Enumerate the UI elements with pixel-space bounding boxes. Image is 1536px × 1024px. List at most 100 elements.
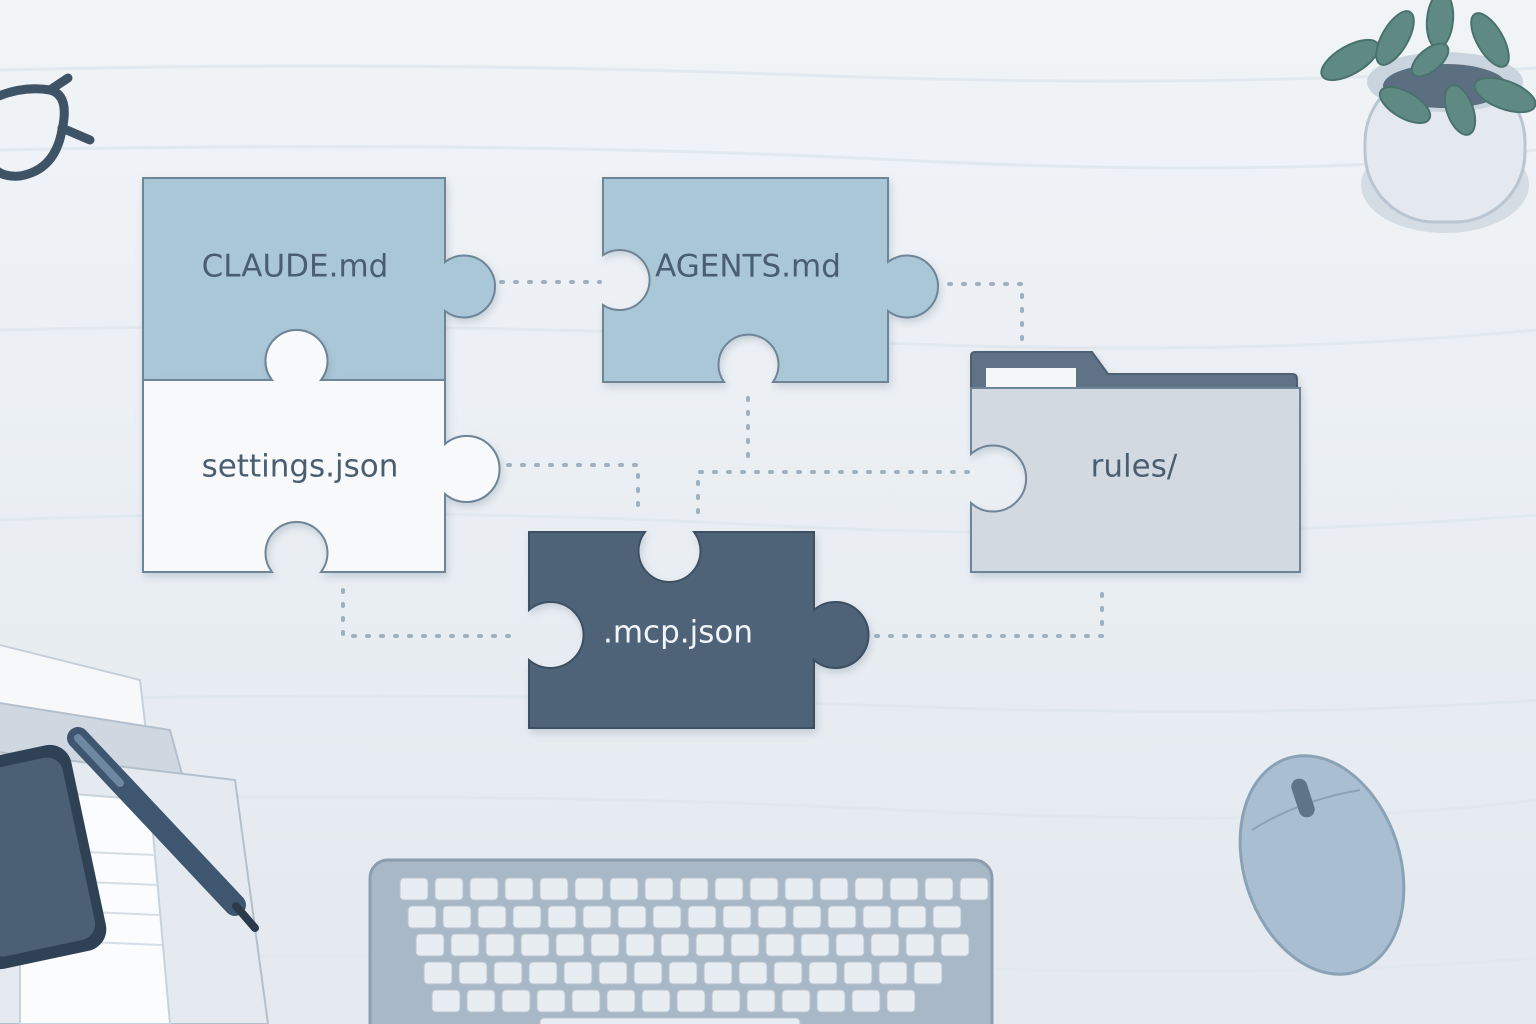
keyboard-key [862, 905, 892, 929]
keyboard-key [676, 989, 706, 1013]
keyboard-key [609, 877, 639, 901]
keyboard-key [477, 905, 507, 929]
keyboard-key [792, 905, 822, 929]
connector-settings-mcp [492, 463, 640, 517]
keyboard-key [598, 961, 628, 985]
keyboard-key [714, 877, 744, 901]
keyboard-key [722, 905, 752, 929]
piece-agents [602, 177, 939, 383]
folder-body [970, 387, 1301, 573]
keyboard-key [407, 905, 437, 929]
piece-claude-label: CLAUDE.md [202, 249, 389, 285]
keyboard-key [924, 877, 954, 901]
keyboard-key [738, 961, 768, 985]
keyboard-key [536, 989, 566, 1013]
keyboard-key [399, 877, 429, 901]
keyboard-key [749, 877, 779, 901]
keyboard-key [485, 933, 515, 957]
keyboard-key [458, 961, 488, 985]
keyboard-key [528, 961, 558, 985]
connector-mcp-rules [860, 586, 1104, 638]
keyboard-key [571, 989, 601, 1013]
glasses-icon [0, 73, 95, 181]
keyboard-key [679, 877, 709, 901]
keyboard-key [816, 989, 846, 1013]
keyboard-key [652, 905, 682, 929]
keyboard-key [687, 905, 717, 929]
keyboard-key [660, 933, 690, 957]
keyboard-key [913, 961, 943, 985]
keyboard-key [501, 989, 531, 1013]
keyboard-key [851, 989, 881, 1013]
keyboard-key [574, 877, 604, 901]
keyboard-key [644, 877, 674, 901]
keyboard-key [765, 933, 795, 957]
keyboard-key [932, 905, 962, 929]
keyboard-key [563, 961, 593, 985]
keyboard-key [827, 905, 857, 929]
keyboard-key [746, 989, 776, 1013]
keyboard-key [668, 961, 698, 985]
keyboard-key [784, 877, 814, 901]
keyboard-key [512, 905, 542, 929]
piece-settings-label: settings.json [202, 449, 399, 485]
keyboard-key [695, 933, 725, 957]
keyboard-key [617, 905, 647, 929]
keyboard-key [520, 933, 550, 957]
keyboard-key [897, 905, 927, 929]
mouse-icon [1238, 754, 1406, 976]
keyboard-key [547, 905, 577, 929]
keyboard-key [504, 877, 534, 901]
keyboard-key [606, 989, 636, 1013]
connector-settings-mcp-bottom [341, 588, 517, 638]
keyboard-key [423, 961, 453, 985]
keyboard-key [959, 877, 989, 901]
keyboard-key [493, 961, 523, 985]
keyboard-key [633, 961, 663, 985]
keyboard-key [641, 989, 671, 1013]
keyboard-key [434, 877, 464, 901]
keyboard-key [781, 989, 811, 1013]
keyboard-key [450, 933, 480, 957]
keyboard-key [886, 989, 916, 1013]
keyboard-key [835, 933, 865, 957]
keyboard-key [415, 933, 445, 957]
keyboard-key [590, 933, 620, 957]
phone-icon [0, 744, 107, 970]
keyboard-key [940, 933, 970, 957]
keyboard-key [711, 989, 741, 1013]
keyboard-key [889, 877, 919, 901]
keyboard-key [854, 877, 884, 901]
piece-mcp-label: .mcp.json [603, 615, 753, 651]
folder-rules-label: rules/ [1091, 449, 1178, 485]
keyboard-key [442, 905, 472, 929]
keyboard-key [800, 933, 830, 957]
keyboard-key [843, 961, 873, 985]
keyboard-key [757, 905, 787, 929]
keyboard-key [773, 961, 803, 985]
pen-icon [67, 727, 259, 932]
keyboard-key [431, 989, 461, 1013]
keyboard-key [625, 933, 655, 957]
keyboard-key [819, 877, 849, 901]
keyboard-key [730, 933, 760, 957]
piece-mcp [528, 531, 870, 729]
keyboard-key [582, 905, 612, 929]
keyboard-key [808, 961, 838, 985]
keyboard-spacebar [539, 1017, 801, 1024]
keyboard-key [466, 989, 496, 1013]
keyboard-key [703, 961, 733, 985]
keyboard-icon [368, 858, 994, 1024]
keyboard-key [905, 933, 935, 957]
folder-rules [970, 351, 1301, 573]
keyboard-key [555, 933, 585, 957]
plant-icon [1320, 0, 1536, 233]
keyboard-key [469, 877, 499, 901]
keyboard-key [539, 877, 569, 901]
piece-agents-label: AGENTS.md [655, 249, 841, 285]
keyboard-key [870, 933, 900, 957]
keyboard-key [878, 961, 908, 985]
connector-lines [341, 280, 1104, 638]
